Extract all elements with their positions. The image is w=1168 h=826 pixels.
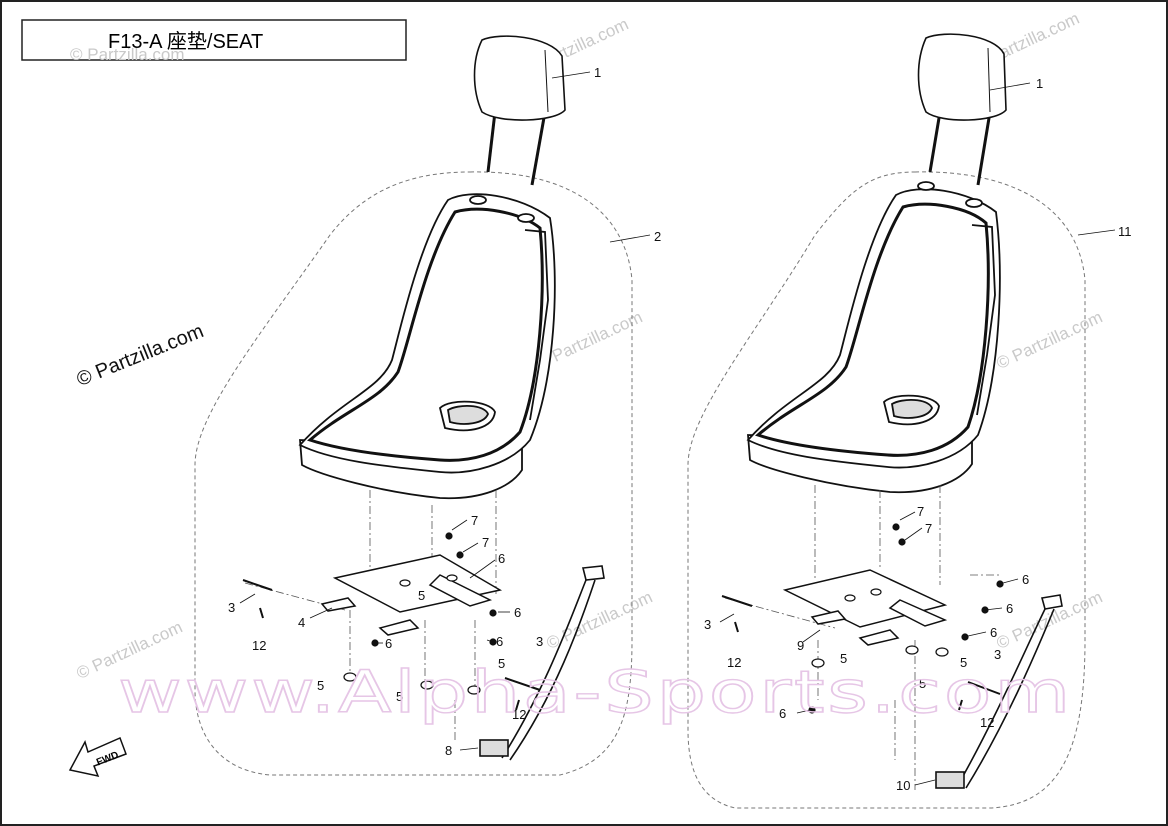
callout-number: 6 xyxy=(385,636,392,651)
callout-number: 5 xyxy=(960,655,967,670)
pins-left xyxy=(242,579,541,711)
diagram-title: F13-A 座垫/SEAT xyxy=(108,30,263,53)
callout-number: 5 xyxy=(498,656,505,671)
seat-body-right xyxy=(746,181,1001,494)
seat-body-left xyxy=(298,193,556,500)
leader-lines xyxy=(239,71,1116,786)
callout-number: 7 xyxy=(925,521,932,536)
seat-rail-right xyxy=(782,569,948,646)
callout-number: 5 xyxy=(418,588,425,603)
callout-number: 5 xyxy=(919,676,926,691)
seat-assembly-outline-right xyxy=(687,171,1086,809)
title-box xyxy=(21,19,407,61)
fwd-arrow: FWD xyxy=(68,736,127,778)
callout-number: 12 xyxy=(252,638,266,653)
callout-number: 4 xyxy=(298,615,305,630)
callout-number: 6 xyxy=(1006,601,1013,616)
callout-number: 5 xyxy=(840,651,847,666)
callout-number: 3 xyxy=(536,634,543,649)
seat-assembly-outline-left xyxy=(194,171,633,776)
partzilla-watermark: © Partzilla.com xyxy=(74,320,207,391)
callout-number: 6 xyxy=(990,625,997,640)
callout-number: 11 xyxy=(1118,224,1132,239)
callout-number: 7 xyxy=(471,513,478,528)
fasteners-right xyxy=(808,523,1004,714)
headrest-right xyxy=(917,33,1007,186)
dashdot-guides-left xyxy=(244,490,497,740)
callout-number: 6 xyxy=(514,605,521,620)
callout-number: 1 xyxy=(594,65,601,80)
pins-right xyxy=(721,595,1001,711)
callout-number: 12 xyxy=(980,715,994,730)
callout-number: 12 xyxy=(727,655,741,670)
callout-number: 5 xyxy=(396,689,403,704)
callout-number: 6 xyxy=(1022,572,1029,587)
callout-number: 6 xyxy=(779,706,786,721)
seatbelt-left xyxy=(479,565,605,761)
partzilla-watermark-faint: © Partzilla.com xyxy=(994,307,1106,373)
callout-number: 6 xyxy=(498,551,505,566)
callout-number: 7 xyxy=(482,535,489,550)
callout-number: 3 xyxy=(994,647,1001,662)
callout-number: 7 xyxy=(917,504,924,519)
callouts-right: 1 11 7 7 6 3 9 6 6 12 5 5 3 5 12 6 10 xyxy=(704,76,1132,793)
callout-number: 1 xyxy=(1036,76,1043,91)
callout-number: 3 xyxy=(704,617,711,632)
callouts-left: 1 2 7 7 6 3 4 5 6 12 6 6 5 3 5 5 12 8 xyxy=(228,65,661,758)
callout-number: 10 xyxy=(896,778,910,793)
fasteners-left xyxy=(343,532,497,695)
seat-rail-left xyxy=(320,554,503,636)
callout-number: 2 xyxy=(654,229,661,244)
callout-number: 5 xyxy=(317,678,324,693)
headrest-left xyxy=(473,35,566,186)
alpha-sports-watermark: www.Alpha-Sports.com xyxy=(118,658,1073,726)
callout-number: 9 xyxy=(797,638,804,653)
seatbelt-right xyxy=(935,594,1063,789)
callout-number: 6 xyxy=(496,634,503,649)
callout-number: 8 xyxy=(445,743,452,758)
callout-number: 12 xyxy=(512,707,526,722)
callout-number: 3 xyxy=(228,600,235,615)
partzilla-watermark-faint: © Partzilla.com xyxy=(70,45,185,64)
